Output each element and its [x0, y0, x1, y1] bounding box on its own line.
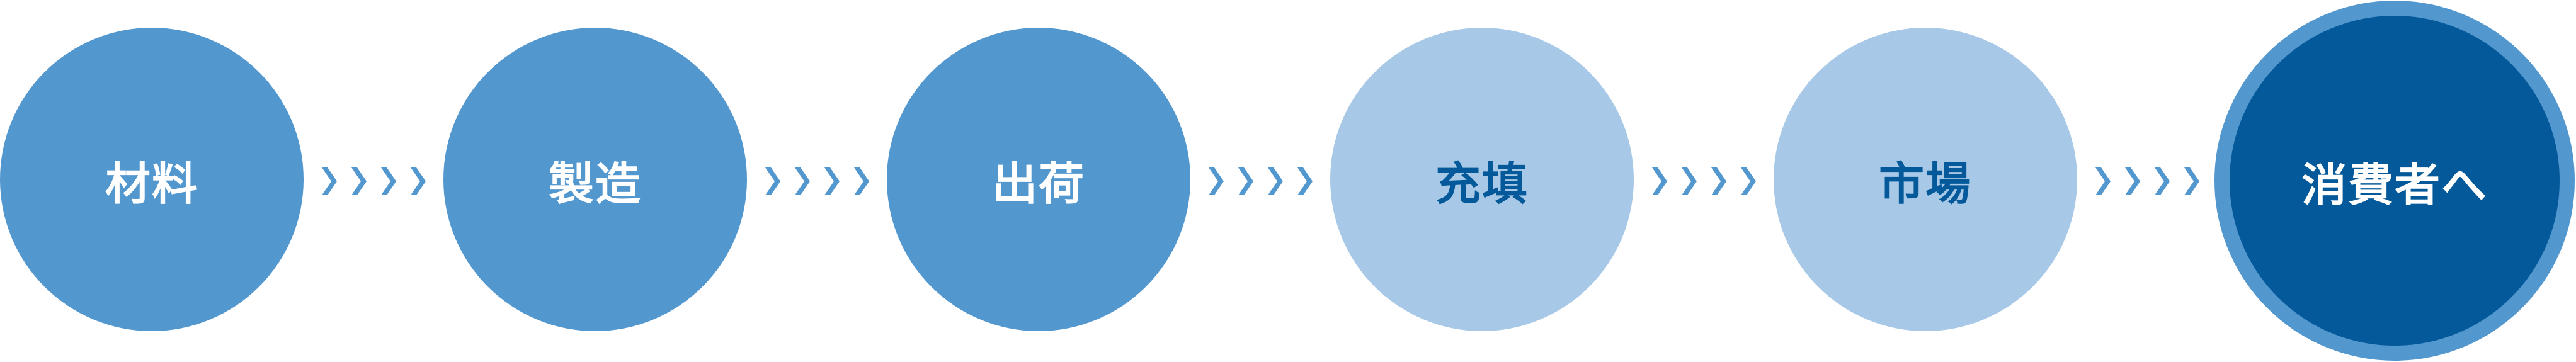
connector-arrows — [1209, 167, 1313, 195]
chevron-right-icon — [411, 167, 426, 195]
connector-arrows — [1652, 167, 1757, 195]
chevron-right-icon — [1238, 167, 1253, 195]
connector-arrows — [765, 167, 870, 195]
step-circle-shipping: 出荷 — [887, 28, 1190, 331]
step-circle-market: 市場 — [1774, 28, 2077, 331]
chevron-right-icon — [1209, 167, 1224, 195]
chevron-right-icon — [1682, 167, 1697, 195]
step-label: 充填 — [1435, 157, 1529, 210]
step-label: 材料 — [105, 157, 198, 210]
step-circle-material: 材料 — [0, 28, 304, 331]
step-label: 市場 — [1878, 157, 1972, 210]
chevron-right-icon — [765, 167, 780, 195]
chevron-right-icon — [1297, 167, 1313, 195]
chevron-right-icon — [2184, 167, 2199, 195]
chevron-right-icon — [2125, 167, 2140, 195]
connector-arrows — [322, 167, 426, 195]
chevron-right-icon — [1741, 167, 1756, 195]
chevron-right-icon — [1268, 167, 1283, 195]
step-circle-filling: 充填 — [1330, 28, 1634, 331]
chevron-right-icon — [2155, 167, 2170, 195]
step-label: 製造 — [548, 157, 642, 210]
chevron-right-icon — [1652, 167, 1667, 195]
chevron-right-icon — [1711, 167, 1726, 195]
chevron-right-icon — [824, 167, 840, 195]
chevron-right-icon — [322, 167, 337, 195]
chevron-right-icon — [381, 167, 396, 195]
step-label: 消費者へ — [2301, 158, 2488, 212]
chevron-right-icon — [2095, 167, 2111, 195]
step-circle-manufacturing: 製造 — [443, 28, 747, 331]
chevron-right-icon — [351, 167, 367, 195]
chevron-right-icon — [795, 167, 810, 195]
connector-arrows — [2095, 167, 2200, 195]
step-circle-consumer: 消費者へ — [2214, 1, 2575, 361]
step-label: 出荷 — [991, 157, 1085, 210]
chevron-right-icon — [854, 167, 869, 195]
